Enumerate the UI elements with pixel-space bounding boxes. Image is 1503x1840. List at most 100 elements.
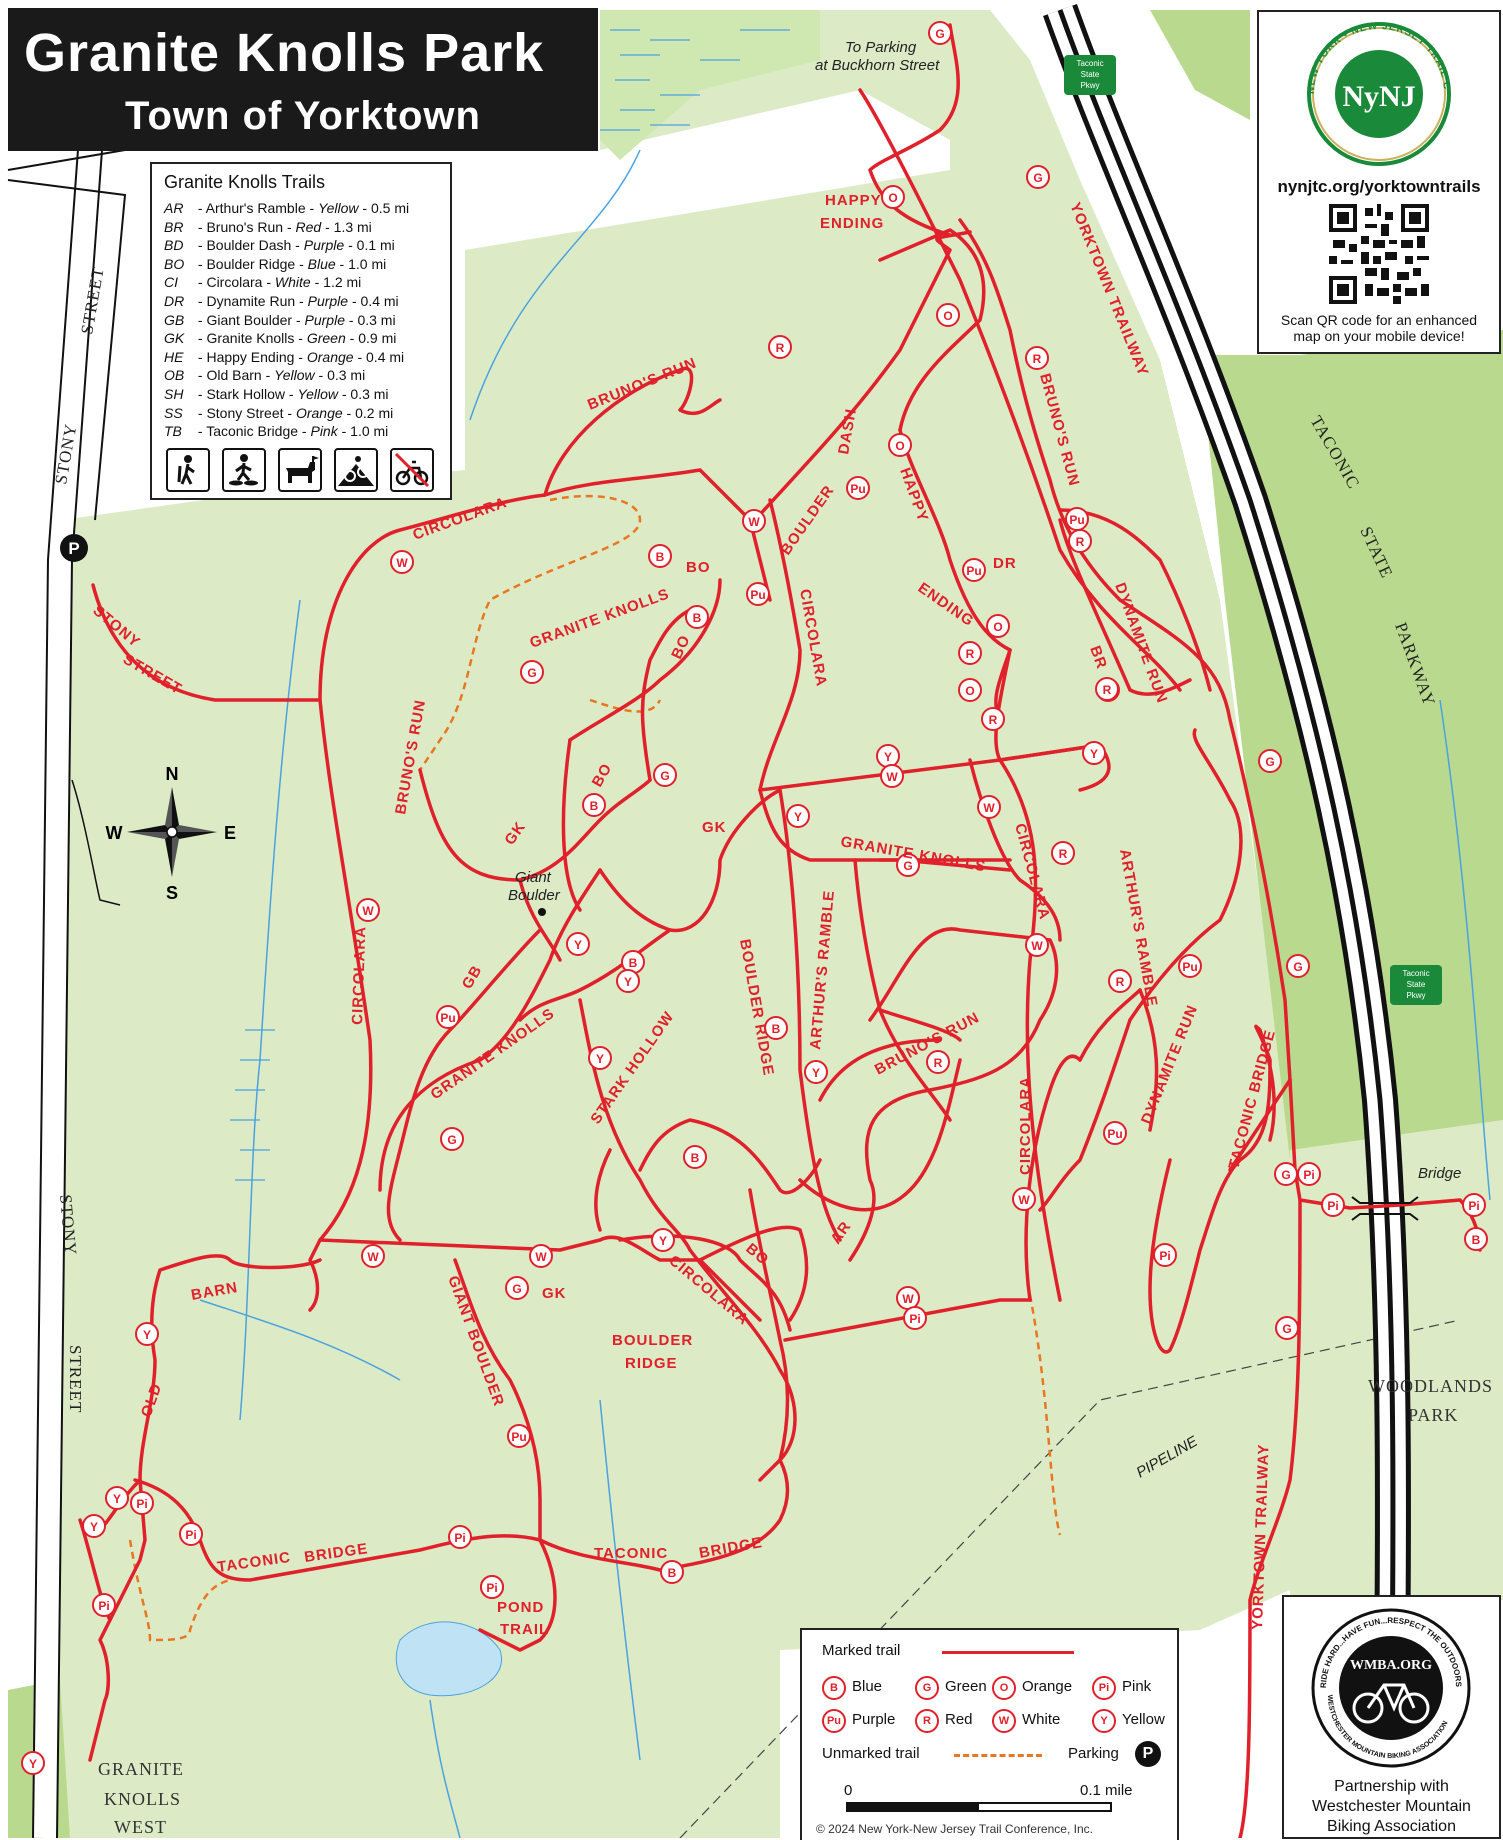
key-unmarked-line [954,1754,1042,1757]
marker-code: B [693,611,702,625]
trail-blaze-marker: R [958,641,982,665]
unmarked-trails [128,494,1062,1642]
marker-code: Y [659,1234,667,1248]
key-blaze-name: White [1022,1711,1061,1728]
giant-boulder-label-1: Giant [515,869,552,886]
trail-conference-logo: NEW YORK - NEW JERSEY TRAIL CONFERENCE N… [1259,12,1451,166]
key-blaze-name: Orange [1022,1678,1073,1695]
marker-code: G [1281,1168,1290,1182]
trail-blaze-marker: W [896,1286,920,1310]
marker-code: Pi [1327,1199,1338,1213]
trail-blaze-marker: B [1464,1227,1488,1251]
legend-abbr: SS [164,404,183,421]
marker-code: Pi [1159,1249,1170,1263]
partner-line2: Westchester Mountain [1312,1798,1471,1815]
marker-code: B [772,1022,781,1036]
trail-blaze-marker: W [390,550,414,574]
label-boulder-ridge-2a: BOULDER [612,1332,693,1349]
qr-code-icon[interactable] [1329,204,1429,304]
bike-icon [1352,1683,1430,1724]
key-blaze-symbol: Pu [822,1709,846,1733]
marker-code: Pi [136,1497,147,1511]
wmba-logo: RIDE HARD...HAVE FUN...RESPECT THE OUTDO… [1311,1608,1471,1768]
marked-trails [78,23,1482,1838]
marker-code: Y [794,810,802,824]
marker-code: G [447,1133,456,1147]
partner-line3: Biking Association [1327,1818,1456,1835]
legend-color: Yellow [318,200,359,216]
trail-blaze-marker: Pu [962,558,986,582]
key-blaze-name: Pink [1122,1678,1152,1695]
legend-row: HE - Happy Ending - Orange - 0.4 mi [164,348,405,365]
trail-blaze-marker: O [881,185,905,209]
legend-length: 0.2 mi [355,404,394,421]
conference-url[interactable]: nynjtc.org/yorktowntrails [1277,177,1481,196]
trail-blaze-marker: B [683,1145,707,1169]
legend-abbr: BO [164,255,185,272]
key-blaze-name: Green [945,1678,987,1695]
trail-blaze-marker: W [977,795,1001,819]
mountain-bike-icon [334,448,378,492]
legend-trail-name: Giant Boulder [206,311,293,328]
legend-length: 0.4 mi [366,348,405,365]
legend-trail-name: Granite Knolls [206,330,295,347]
legend-trail-name: Stark Hollow [206,386,286,402]
legend-abbr: SH [164,386,184,402]
compass-rose: N S E W [106,764,237,903]
legend-color: Pink [310,423,338,440]
label-circolara-5: CIRCOLARA [1017,1076,1034,1175]
legend-length: 0.4 mi [360,293,399,309]
marker-code: W [362,904,374,918]
legend-length: 0.3 mi [350,386,389,402]
legend-color: Yellow [274,367,315,384]
trail-blaze-marker: Y [588,1046,612,1070]
shield-bottom-line2: State [1407,980,1426,989]
key-blaze-symbol: O [992,1676,1016,1700]
hiker-icon [166,448,210,492]
compass-s: S [166,883,178,903]
trail-blaze-marker: G [1274,1162,1298,1186]
trail-blaze-marker: Pu [1178,954,1202,978]
park-title: Granite Knolls Park [24,23,545,83]
label-dr: DR [993,555,1017,572]
trail-blaze-marker: Y [566,932,590,956]
legend-trail-name: Old Barn [206,367,262,384]
trail-blaze-marker: W [742,509,766,533]
legend-row: GB - Giant Boulder - Purple - 0.3 mi [164,311,396,328]
legend-color: Purple [303,237,345,254]
trail-blaze-marker: G [1026,165,1050,189]
legend-abbr: CI [164,274,178,291]
gk-west-2: KNOLLS [104,1789,181,1809]
parking-marker: P [60,534,88,562]
marker-code: B [691,1151,700,1165]
shield-bottom-line3: Pkwy [1406,991,1425,1000]
label-trail: TRAIL [500,1621,549,1638]
label-gk-3: GK [542,1285,567,1302]
trail-blaze-marker: B [685,605,709,629]
marker-code: R [934,1056,943,1070]
key-marked-trail: Marked trail [822,1642,901,1659]
legend-row: BR - Bruno's Run - Red - 1.3 mi [164,218,372,235]
legend-abbr: GB [164,311,185,328]
trail-blaze-marker: Pu [846,476,870,500]
wetland-top [600,10,820,160]
legend-trail-name: Bruno's Run [206,218,284,235]
trail-blaze-marker: Pi [130,1491,154,1515]
marker-code: R [1076,535,1085,549]
trail-blaze-marker: Pu [746,582,770,606]
marker-code: O [943,309,952,323]
marker-code: W [1031,939,1043,953]
marker-code: Y [596,1052,604,1066]
marker-code: R [776,341,785,355]
trail-blaze-marker: O [936,303,960,327]
key-parking-symbol: P [1135,1741,1161,1767]
key-blaze-name: Purple [852,1711,896,1728]
trail-blaze-marker: G [896,853,920,877]
title-banner: Granite Knolls Park Town of Yorktown [8,8,598,151]
legend-row: DR - Dynamite Run - Purple - 0.4 mi [164,293,399,309]
trail-blaze-marker: Pi [480,1575,504,1599]
key-blaze-name: Red [945,1711,973,1728]
bridge-label: Bridge [1418,1165,1461,1182]
